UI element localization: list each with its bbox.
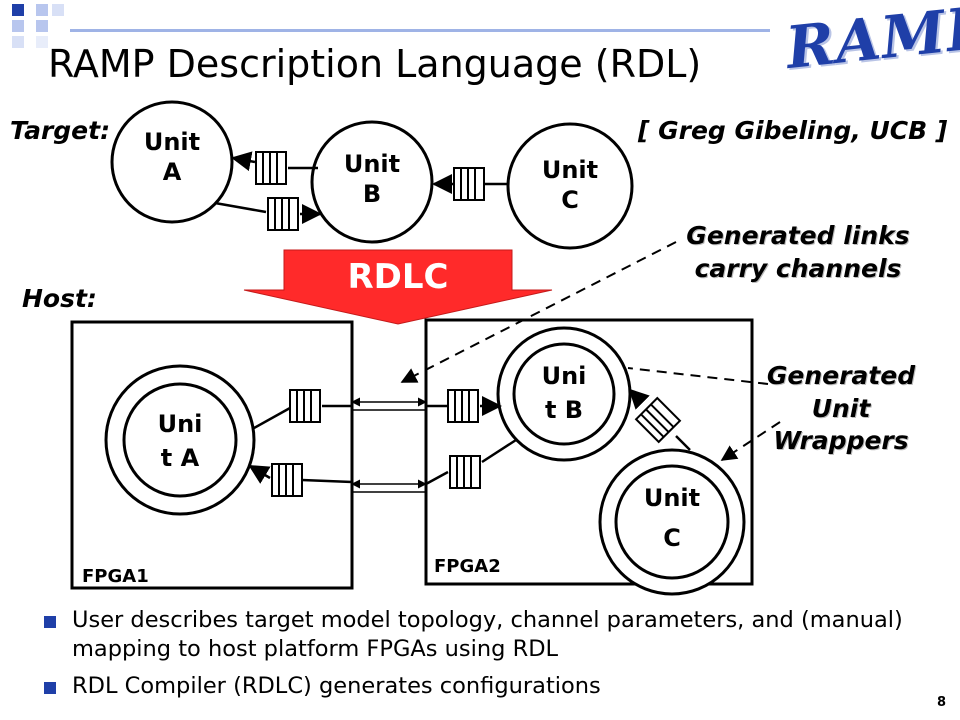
host-channel-a-to-b: [253, 389, 502, 430]
target-channel-a-to-b: [214, 197, 322, 231]
target-unit-b-line2: B: [363, 180, 381, 208]
host-unit-b-line2: t B: [545, 396, 583, 424]
host-channel-b-to-a: [248, 438, 517, 497]
target-label: Target:: [10, 116, 111, 145]
host-unit-a: Uni t A: [104, 364, 256, 516]
callout-pointers: [400, 241, 781, 461]
target-unit-a: Unit A: [110, 100, 234, 224]
credit-text: [ Greg Gibeling, UCB ]: [638, 116, 948, 145]
bullet-marker-icon: [44, 681, 56, 694]
target-unit-c-line2: C: [561, 186, 579, 214]
bullet-item: RDL Compiler (RDLC) generates configurat…: [40, 672, 930, 701]
bullet-list: User describes target model topology, ch…: [40, 606, 930, 708]
bullet-text: User describes target model topology, ch…: [72, 607, 903, 662]
callout-generated-links: Generated links carry channels: [686, 221, 910, 283]
target-unit-c-line1: Unit: [542, 156, 598, 184]
slide-title: RAMP Description Language (RDL): [48, 42, 702, 86]
bullet-marker-icon: [44, 616, 56, 628]
callout-generated-wrappers: Generated Unit Wrappers: [766, 361, 916, 455]
target-unit-b: Unit B: [310, 120, 434, 244]
fpga1-label: FPGA1: [82, 566, 149, 587]
title-rule: [70, 29, 770, 32]
rdl-diagram: Unit A Unit B Unit C: [70, 100, 781, 596]
bullet-text: RDL Compiler (RDLC) generates configurat…: [72, 672, 601, 699]
rdlc-label: RDLC: [347, 257, 448, 297]
host-unit-b-line1: Uni: [542, 362, 587, 390]
target-unit-a-line2: A: [163, 158, 182, 186]
host-channel-c-to-b: [628, 388, 691, 451]
target-unit-a-line1: Unit: [144, 128, 200, 156]
target-unit-b-line1: Unit: [344, 150, 400, 178]
host-unit-a-line1: Uni: [158, 410, 203, 438]
host-unit-c-line2: C: [663, 524, 681, 552]
target-channel-c-to-b: [432, 167, 508, 201]
host-unit-c-line1: Unit: [644, 484, 700, 512]
host-unit-b: Uni t B: [496, 326, 632, 462]
fpga2-label: FPGA2: [434, 556, 501, 577]
host-unit-a-line2: t A: [161, 444, 200, 472]
rdlc-arrow: RDLC: [243, 249, 553, 325]
bullet-item: User describes target model topology, ch…: [40, 606, 930, 664]
host-label: Host:: [22, 284, 97, 313]
target-unit-c: Unit C: [506, 122, 634, 250]
target-channel-b-to-a: [231, 151, 318, 185]
page-number: 8: [936, 695, 946, 710]
host-unit-c: Unit C: [598, 448, 746, 596]
